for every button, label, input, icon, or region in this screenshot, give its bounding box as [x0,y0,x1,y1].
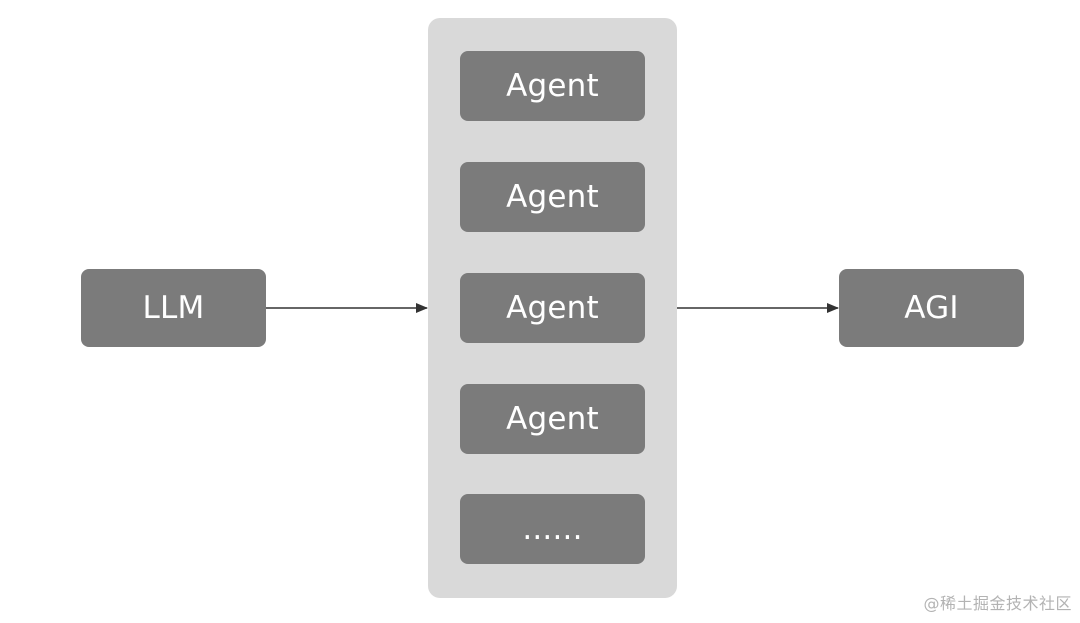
agent-box-4: Agent [460,384,645,454]
watermark: @稀土掘金技术社区 [923,594,1072,613]
agent-box-1: Agent [460,51,645,121]
agent-box-label: Agent [506,179,599,215]
agent-box-3: Agent [460,273,645,343]
llm-node: LLM [81,269,266,347]
llm-node-label: LLM [142,290,205,326]
agent-box-more: ...... [460,494,645,564]
agent-box-label: Agent [506,68,599,104]
agi-node: AGI [839,269,1024,347]
agi-node-label: AGI [904,290,959,326]
agent-box-label: Agent [506,290,599,326]
agent-box-2: Agent [460,162,645,232]
agent-box-ellipsis: ...... [522,511,583,547]
agent-box-label: Agent [506,401,599,437]
